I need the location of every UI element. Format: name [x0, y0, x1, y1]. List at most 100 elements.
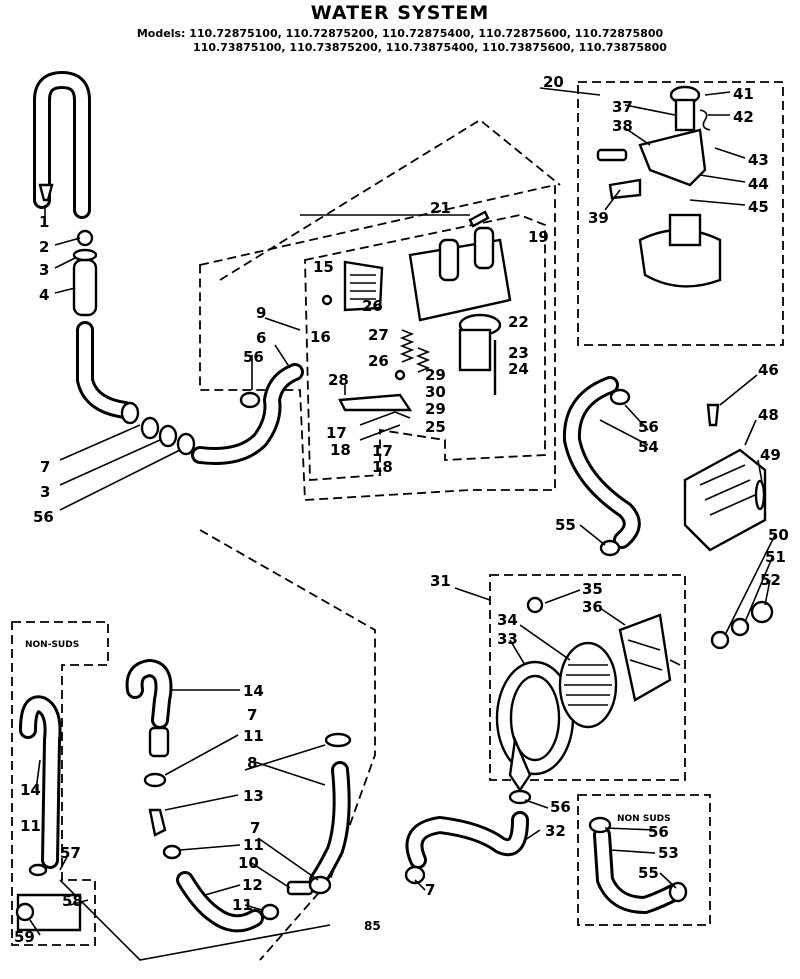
part-number-44: 44: [748, 175, 769, 193]
leader-lines: [29, 87, 776, 936]
clamp-11-b: [162, 844, 182, 860]
part-number-11: 11: [20, 817, 41, 835]
non-suds-left-box: [11, 621, 109, 946]
cover-36: [618, 613, 672, 702]
part-number-38: 38: [612, 117, 633, 135]
part-number-32: 32: [545, 822, 566, 840]
part-number-1: 1: [39, 213, 49, 231]
part-number-25: 25: [425, 418, 446, 436]
part-number-58: 58: [62, 892, 83, 910]
models-line-1: Models: 110.72875100, 110.72875200, 110.…: [136, 27, 664, 40]
part-number-15: 15: [313, 258, 334, 276]
part-number-43: 43: [748, 151, 769, 169]
pin-18: [359, 424, 401, 441]
part-number-56: 56: [550, 798, 571, 816]
part-number-17: 17: [372, 442, 393, 460]
part-number-39: 39: [588, 209, 609, 227]
part-number-56: 56: [648, 823, 669, 841]
guide-line-bottom: [59, 879, 331, 961]
seal-3-top: [72, 248, 98, 262]
lever-28: [338, 393, 413, 412]
part-number-3: 3: [39, 261, 49, 279]
part-number-26: 26: [362, 297, 383, 315]
pump-inner-outline: [304, 214, 546, 481]
part-number-7: 7: [40, 458, 50, 476]
part-number-48: 48: [758, 406, 779, 424]
non-suds-right-box: [577, 794, 711, 926]
part-number-9: 9: [256, 304, 266, 322]
part-number-52: 52: [760, 571, 781, 589]
bottom-assembly-outline: [199, 529, 376, 961]
part-number-37: 37: [612, 98, 633, 116]
part-number-7: 7: [425, 881, 435, 899]
part-number-56: 56: [638, 418, 659, 436]
drain-hose-left: [76, 321, 134, 419]
part-number-7: 7: [250, 819, 260, 837]
part-number-53: 53: [658, 844, 679, 862]
part-number-16: 16: [310, 328, 331, 346]
valve-assembly-box: [577, 81, 784, 346]
part-number-57: 57: [60, 844, 81, 862]
part-number-30: 30: [425, 383, 446, 401]
part-number-4: 4: [39, 286, 49, 304]
spring-29: [415, 347, 431, 373]
hose-32: [405, 811, 529, 869]
part-number-33: 33: [497, 630, 518, 648]
connector-10: [286, 880, 314, 896]
part-number-19: 19: [528, 228, 549, 246]
hose-54: [562, 376, 641, 549]
part-number-callouts: 1 2 3 4 7 3 56 56 6 9 16 15 21 19 22 23 …: [14, 73, 789, 946]
part-number-27: 27: [368, 326, 389, 344]
part-number-55: 55: [638, 864, 659, 882]
washer-26-b: [394, 369, 406, 381]
clamp-7-c: [404, 865, 426, 885]
non-suds-label-right: NON SUDS: [617, 814, 671, 824]
part-number-21: 21: [430, 199, 451, 217]
fitting-58: [16, 893, 82, 932]
part-number-56: 56: [33, 508, 54, 526]
grommet-49: [754, 479, 766, 511]
non-suds-label-left: NON-SUDS: [25, 640, 79, 650]
hose-14: [125, 658, 173, 729]
part-number-29: 29: [425, 400, 446, 418]
pin-17: [359, 411, 411, 426]
gasket-33-inner: [509, 674, 561, 762]
clamp-55-b: [668, 881, 688, 903]
clamp-59: [15, 902, 35, 922]
part-number-3: 3: [40, 483, 50, 501]
part-number-11: 11: [243, 727, 264, 745]
seal-11-a: [143, 772, 167, 788]
part-number-34: 34: [497, 611, 518, 629]
part-number-12: 12: [242, 876, 263, 894]
part-number-11: 11: [243, 836, 264, 854]
fitting-1: [38, 183, 54, 202]
part-number-13: 13: [243, 787, 264, 805]
part-number-22: 22: [508, 313, 529, 331]
washer-50: [710, 630, 730, 650]
spring-27: [399, 329, 415, 363]
part-number-18: 18: [372, 458, 393, 476]
screw-16: [321, 294, 333, 306]
tub-seal-box: [489, 574, 686, 781]
clamp-11-d: [28, 863, 48, 877]
part-number-11: 11: [232, 896, 253, 914]
elbow-13: [148, 808, 167, 837]
screw-46: [706, 403, 720, 427]
outlet-33: [508, 735, 532, 793]
nut-35: [526, 596, 544, 614]
page-code: 85: [364, 919, 381, 933]
nut-52: [750, 600, 774, 624]
part-number-8: 8: [247, 754, 257, 772]
part-number-20: 20: [543, 73, 564, 91]
filter-15: [343, 260, 384, 312]
washer-51: [730, 617, 750, 637]
part-number-56: 56: [243, 348, 264, 366]
bolt-21: [468, 210, 490, 228]
drain-hose-middle: [191, 363, 304, 465]
seal-7-a: [324, 732, 352, 748]
screen-34: [558, 641, 618, 729]
part-number-14: 14: [20, 781, 41, 799]
hose-53: [593, 826, 684, 915]
part-number-45: 45: [748, 198, 769, 216]
bracket-48: [683, 448, 767, 552]
